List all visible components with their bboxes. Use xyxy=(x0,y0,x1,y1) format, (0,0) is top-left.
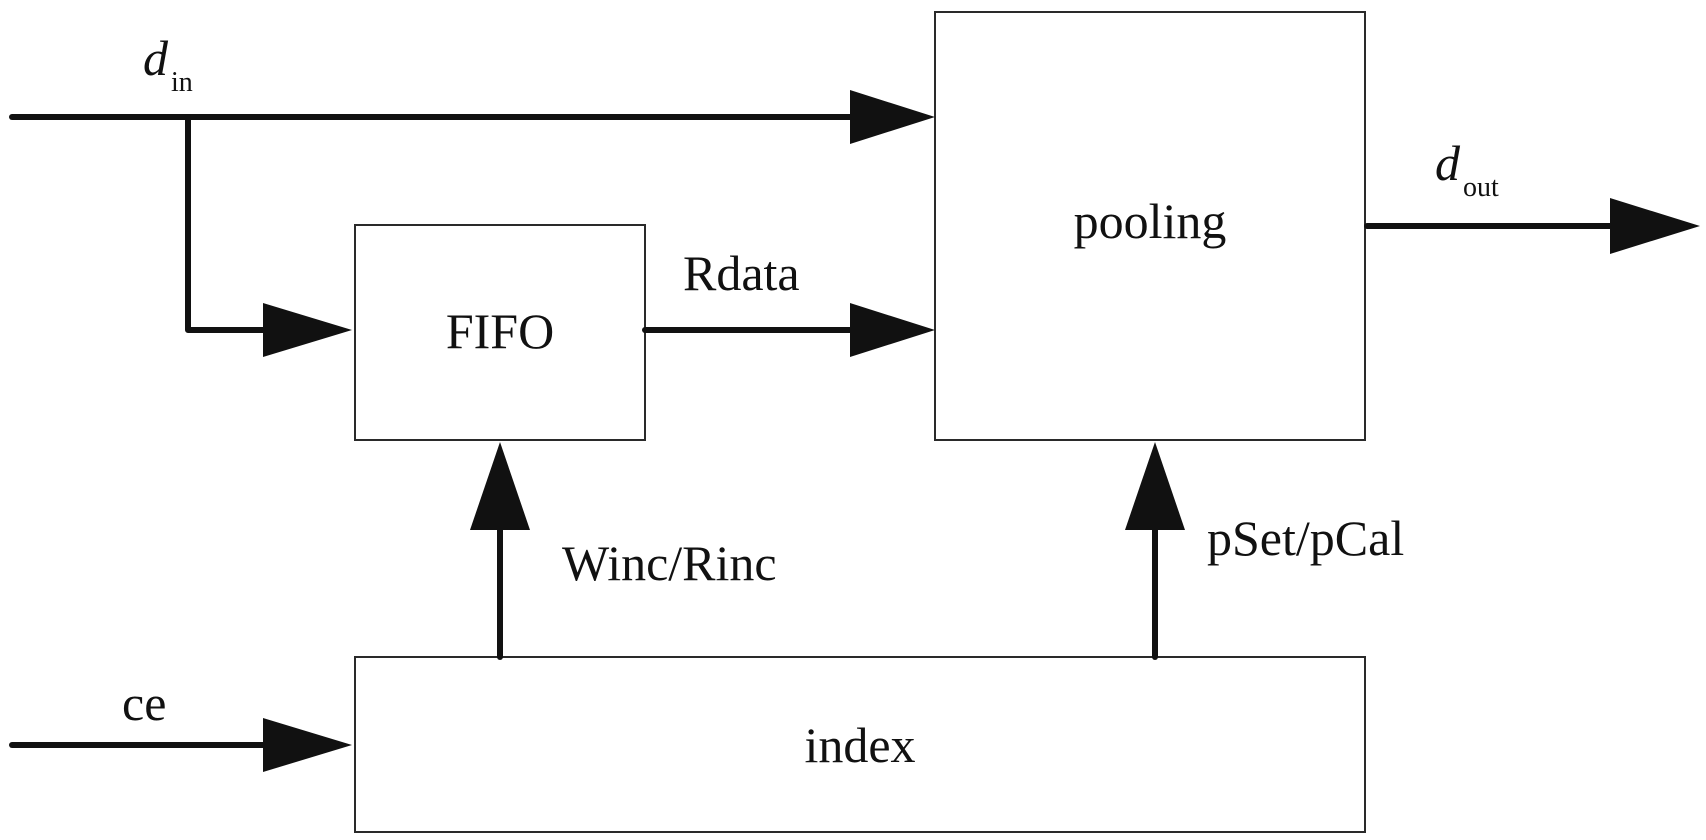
pset-pcal-label: pSet/pCal xyxy=(1207,510,1404,566)
fifo-label: FIFO xyxy=(446,303,554,359)
din-label-main: d xyxy=(143,30,169,86)
dout-label-sub: out xyxy=(1463,172,1499,203)
din-arrow-head xyxy=(850,90,935,144)
rdata-arrow-head xyxy=(850,303,935,357)
dout-arrow-head xyxy=(1610,198,1700,254)
ce-arrow-head xyxy=(263,718,352,772)
fifo-block xyxy=(354,224,646,441)
dout-label-main: d xyxy=(1435,135,1461,191)
pooling-label: pooling xyxy=(1074,193,1227,249)
pooling-block xyxy=(934,11,1366,441)
ce-label: ce xyxy=(122,675,166,731)
din-branch-line xyxy=(185,114,273,333)
index-block xyxy=(354,656,1366,833)
pset-pcal-arrow-head xyxy=(1125,442,1185,530)
rdata-label: Rdata xyxy=(683,245,800,301)
winc-rinc-label: Winc/Rinc xyxy=(562,535,777,591)
din-label-sub: in xyxy=(171,67,193,98)
fifo-input-arrow-head xyxy=(263,303,352,357)
winc-rinc-arrow-head xyxy=(470,442,530,530)
index-label: index xyxy=(804,717,915,773)
